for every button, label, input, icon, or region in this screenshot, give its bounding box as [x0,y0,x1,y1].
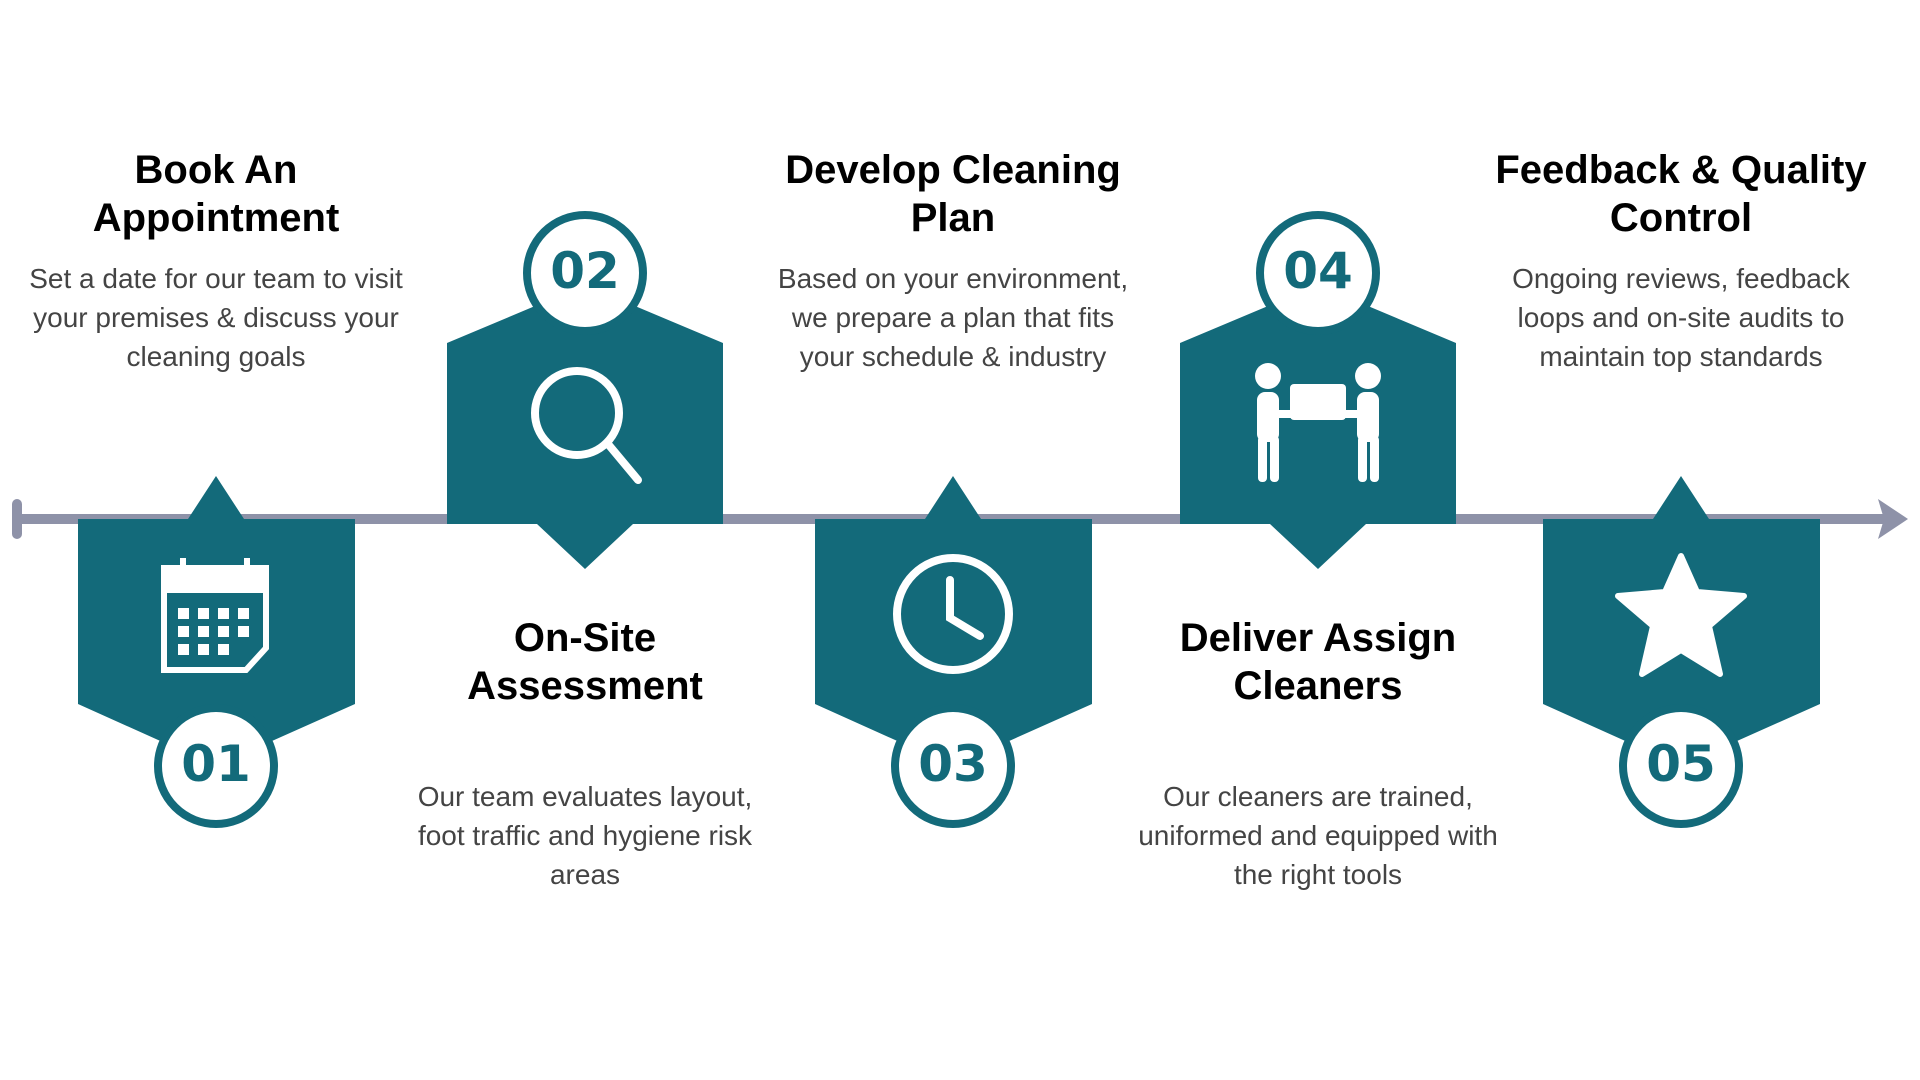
step-1-number: 01 [181,735,251,793]
step-2-title: On-Site Assessment [467,616,703,708]
step-5-number: 05 [1646,735,1716,793]
step-5-description: Ongoing reviews, feedback loops and on-s… [1512,263,1850,372]
step-4-number: 04 [1283,242,1353,300]
step-3-number: 03 [918,735,988,793]
step-4-title: Deliver Assign Cleaners [1179,616,1457,708]
step-1-shape [78,476,355,828]
people-carrying-icon [1255,363,1381,482]
step-1-title: Book An Appointment [92,148,340,240]
step-4-shape [1180,211,1456,569]
step-3-title: Develop Cleaning Plan [785,148,1121,240]
step-2-shape [447,211,723,569]
step-3-description: Based on your environment, we prepare a … [777,263,1129,372]
star-icon [1615,553,1747,677]
magnifier-icon [531,367,642,484]
step-1-description: Set a date for our team to visit your pr… [29,263,403,372]
clock-icon [893,554,1013,674]
calendar-icon [161,558,269,673]
step-2-description: Our team evaluates layout, foot traffic … [417,781,753,890]
step-2-number: 02 [550,242,620,300]
step-5-title: Feedback & Quality Control [1495,148,1867,240]
step-4-description: Our cleaners are trained, uniformed and … [1138,781,1498,890]
